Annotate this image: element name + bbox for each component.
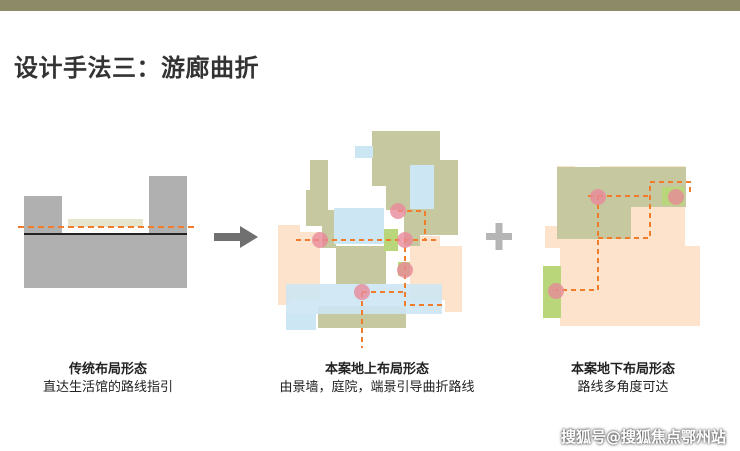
caption-traditional: 传统布局形态 直达生活馆的路线指引 (28, 361, 188, 397)
route-node (390, 203, 406, 219)
caption-underground: 本案地下布局形态 路线多角度可达 (548, 361, 698, 397)
base-block (24, 234, 187, 288)
route-node (548, 283, 564, 299)
route-node (397, 262, 413, 278)
above-ground-layout-figure (278, 131, 462, 348)
caption-heading: 本案地下布局形态 (570, 362, 675, 377)
center-pavilion (68, 219, 143, 227)
route-node (397, 232, 413, 248)
watermark: 搜狐号@搜狐焦点鄂州站 (560, 428, 726, 446)
caption-subtitle: 由景墙，庭院，端景引导曲折路线 (279, 380, 475, 395)
route-node (590, 189, 606, 205)
plus-icon (486, 223, 512, 250)
caption-heading: 传统布局形态 (68, 362, 147, 377)
route-node (668, 189, 684, 205)
caption-heading: 本案地上布局形态 (324, 362, 429, 377)
page-title: 设计手法三：游廊曲折 (14, 54, 259, 82)
caption-above-ground: 本案地上布局形态 由景墙，庭院，端景引导曲折路线 (262, 361, 492, 397)
underground-layout-figure (543, 166, 700, 326)
arrow-right-icon (214, 226, 258, 248)
traditional-layout-figure (18, 176, 196, 288)
caption-subtitle: 直达生活馆的路线指引 (42, 380, 173, 395)
caption-subtitle: 路线多角度可达 (577, 380, 669, 395)
top-bar (0, 0, 740, 11)
route-node (312, 232, 328, 248)
route-node (354, 284, 370, 300)
